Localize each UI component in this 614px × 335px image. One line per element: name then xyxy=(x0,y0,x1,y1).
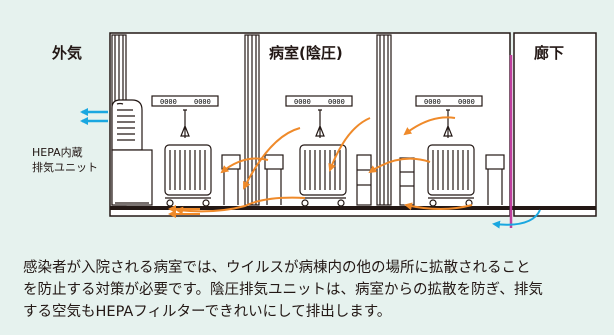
caption-line-3: する空気もHEPAフィルターできれいにして排出します。 xyxy=(23,304,392,320)
iv-stand xyxy=(180,109,453,138)
svg-text:0000: 0000 xyxy=(194,98,211,106)
wall-panel-1: 0000 0000 xyxy=(151,95,219,107)
hepa-unit-label: HEPA内蔵 排気ユニット xyxy=(32,145,98,175)
caption-line-1: 感染者が入院される病室では、ウイルスが病棟内の他の場所に拡散されること xyxy=(23,260,531,276)
corridor-label: 廊下 xyxy=(534,44,565,62)
negative-pressure-room-diagram: 0000 0000 0000 0000 0000 0000 xyxy=(80,32,597,229)
caption-line-2: を防止する対策が必要です。陰圧排気ユニットは、病室からの拡散を防ぎ、排気 xyxy=(23,282,543,298)
corridor-frame xyxy=(513,32,597,217)
caption: 感染者が入院される病室では、ウイルスが病棟内の他の場所に拡散されること を防止す… xyxy=(23,257,603,323)
airflow-arrows xyxy=(168,116,473,218)
svg-text:0000: 0000 xyxy=(294,98,311,106)
curtain-middle xyxy=(244,34,260,206)
svg-text:0000: 0000 xyxy=(458,98,475,106)
corridor-inflow-arrow xyxy=(492,209,541,229)
svg-text:0000: 0000 xyxy=(328,98,345,106)
svg-text:0000: 0000 xyxy=(424,98,441,106)
bed-1 xyxy=(164,144,212,207)
wall-panel-2: 0000 0000 xyxy=(285,95,353,107)
hepa-unit-label-line1: HEPA内蔵 xyxy=(32,146,83,159)
patient-room-label: 病室(陰圧) xyxy=(269,44,343,62)
curtain-right xyxy=(376,34,392,206)
hepa-exhaust-unit xyxy=(111,99,153,206)
svg-text:0000: 0000 xyxy=(160,98,177,106)
floor xyxy=(110,206,596,210)
exhaust-arrows xyxy=(80,108,108,125)
outside-air-label: 外気 xyxy=(52,44,83,62)
hepa-unit-label-line2: 排気ユニット xyxy=(32,161,98,174)
wall-panel-3: 0000 0000 xyxy=(415,95,483,107)
